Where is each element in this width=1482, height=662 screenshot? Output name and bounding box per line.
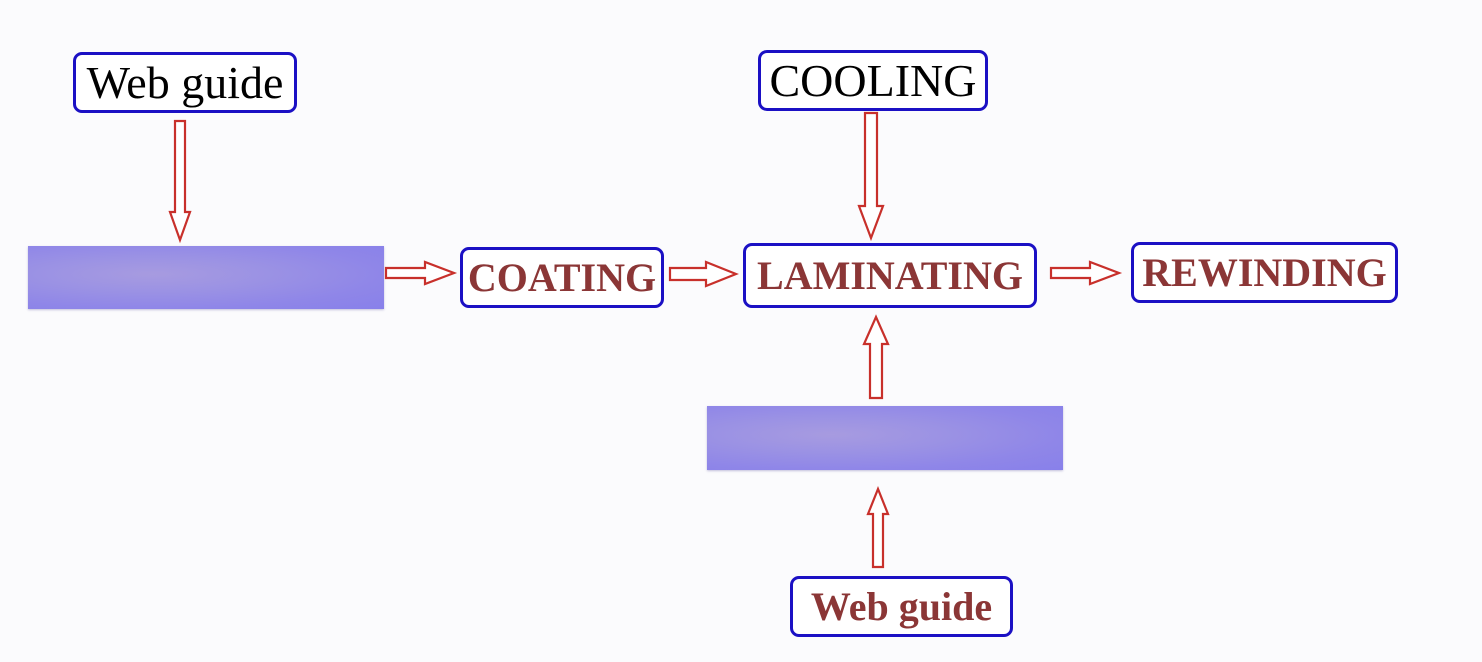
arrow-cooling-to-laminating	[857, 111, 885, 242]
web-roll-left	[28, 246, 384, 309]
arrow-webguide-to-roll-bottom	[866, 486, 890, 569]
web-roll-bottom	[707, 406, 1063, 470]
arrow-webguide-to-roll	[168, 119, 192, 244]
web-guide-bottom-node: Web guide	[790, 576, 1013, 637]
rewinding-label: REWINDING	[1142, 250, 1387, 295]
coating-node: COATING	[460, 247, 664, 308]
arrow-roll-to-laminating	[862, 314, 890, 400]
arrow-roll-to-coating	[384, 260, 458, 286]
laminating-node: LAMINATING	[743, 243, 1037, 308]
cooling-label: COOLING	[769, 55, 977, 106]
rewinding-node: REWINDING	[1131, 242, 1398, 303]
web-guide-top-label: Web guide	[86, 57, 284, 108]
arrow-coating-to-laminating	[668, 260, 739, 288]
arrow-laminating-to-rewinding	[1049, 260, 1123, 286]
laminating-label: LAMINATING	[757, 253, 1023, 298]
coating-label: COATING	[467, 255, 657, 300]
web-guide-top-node: Web guide	[73, 52, 297, 113]
cooling-node: COOLING	[758, 50, 988, 111]
web-guide-bottom-label: Web guide	[810, 584, 993, 629]
